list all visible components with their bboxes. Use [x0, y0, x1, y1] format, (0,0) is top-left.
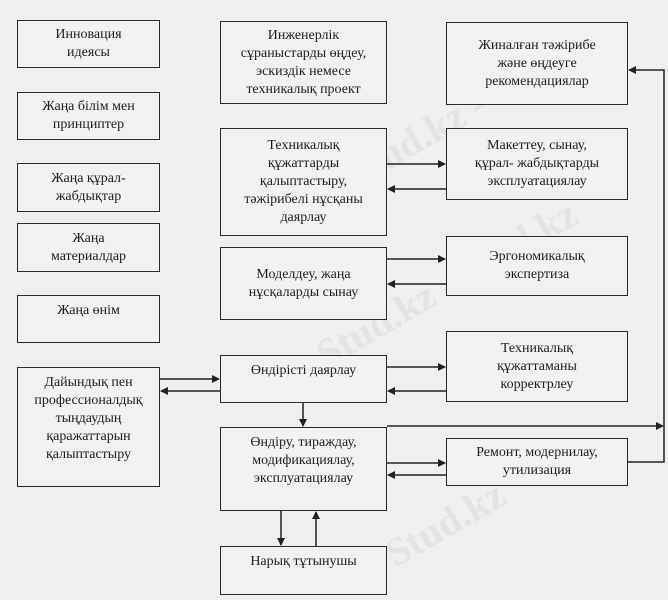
box-new-materials: Жаңа материалдар [17, 223, 160, 272]
box-modeling: Моделдеу, жаңа нұсқаларды сынау [220, 247, 387, 320]
box-innovation-idea: Инновация идеясы [17, 20, 160, 68]
box-production-prep: Өндірісті даярлау [220, 355, 387, 403]
box-new-equipment: Жаңа құрал- жабдықтар [17, 163, 160, 212]
box-production: Өндіру, тираждау, модификациялау, эксплу… [220, 427, 387, 511]
box-new-product: Жаңа өнім [17, 295, 160, 343]
box-training: Дайындық пен профессионалдық тыңдаудың қ… [17, 367, 160, 487]
box-doc-correction: Техникалық құжаттаманы корректрлеу [446, 331, 628, 402]
box-new-knowledge: Жаңа білім мен принциптер [17, 92, 160, 140]
box-repair: Ремонт, модернилау, утилизация [446, 438, 628, 486]
box-engineering: Инженерлік сұраныстарды өңдеу, эскиздік … [220, 21, 387, 104]
box-market: Нарық тұтынушы [220, 546, 387, 595]
arrow-repair-to-experience [628, 66, 665, 463]
box-experience: Жиналған тәжірибе және өңдеуге рекоменда… [446, 22, 628, 105]
box-prototyping: Макеттеу, сынау, құрал- жабдықтарды эксп… [446, 128, 628, 200]
box-ergonomics: Эргономикалық экспертиза [446, 236, 628, 296]
box-tech-docs: Техникалық құжаттарды қалыптастыру, тәжі… [220, 128, 387, 236]
